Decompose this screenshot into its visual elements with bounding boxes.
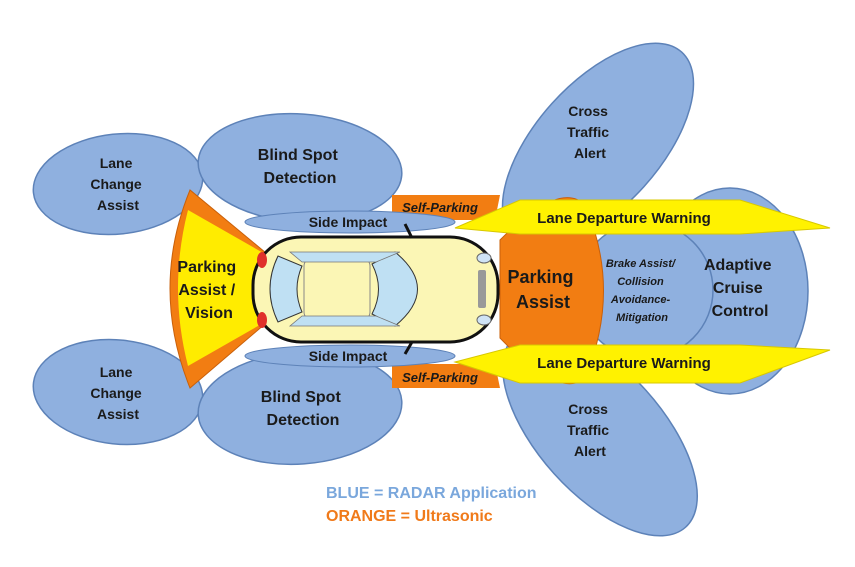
headlight-bottom [476, 314, 492, 326]
parking-rear-vision-zone [178, 210, 272, 366]
blind-spot-top-label: Blind Spot Detection [258, 147, 342, 187]
car-side-window-top [288, 251, 401, 263]
brake-assist-label: Brake Assist/ Collision Avoidance- Mitig… [606, 258, 678, 324]
car [251, 223, 500, 355]
car-rear-window [269, 255, 303, 323]
parking-rear-label: Parking Assist / Vision [177, 259, 240, 322]
side-impact-top-label: Side Impact [309, 214, 388, 230]
self-parking-bottom-zone [392, 364, 500, 388]
cross-traffic-bottom-line-1: Cross [568, 401, 608, 417]
adaptive-cruise-line-1: Adaptive [704, 257, 772, 274]
adaptive-cruise-label: Adaptive Cruise Control [704, 257, 776, 320]
lane-change-top-label: Lane Change Assist [90, 155, 145, 213]
blind-spot-top-line-1: Blind Spot [258, 147, 339, 164]
car-grille [478, 270, 486, 308]
cross-traffic-top-line-2: Traffic [567, 124, 609, 140]
brake-assist-line-2: Collision [617, 276, 664, 288]
taillight-top [257, 252, 267, 268]
blind-spot-top-zone [197, 112, 403, 224]
legend-radar: BLUE = RADAR Application [326, 485, 537, 502]
self-parking-top-label: Self-Parking [402, 200, 478, 215]
parking-front-line-2: Assist [516, 292, 570, 312]
adaptive-cruise-line-2: Cruise [713, 280, 763, 297]
lane-change-top-line-3: Assist [97, 197, 139, 213]
lane-change-bottom-line-3: Assist [97, 406, 139, 422]
parking-front-line-1: Parking [507, 267, 573, 287]
lane-change-bottom-label: Lane Change Assist [90, 364, 145, 422]
headlight-top [476, 252, 492, 264]
cross-traffic-top-label: Cross Traffic Alert [567, 103, 613, 161]
blind-spot-bottom-line-2: Detection [267, 412, 340, 429]
blind-spot-top-line-2: Detection [264, 170, 337, 187]
parking-rear-line-1: Parking [177, 259, 236, 276]
lane-change-top-line-2: Change [90, 176, 142, 192]
car-side-window-bottom [288, 315, 401, 327]
car-roof [303, 257, 371, 321]
side-impact-bottom-label: Side Impact [309, 348, 388, 364]
parking-rear-line-3: Vision [185, 305, 233, 322]
blind-spot-bottom-label: Blind Spot Detection [261, 389, 345, 429]
lane-departure-bottom-arrow [453, 344, 831, 384]
lane-change-bottom-line-1: Lane [100, 364, 133, 380]
adaptive-cruise-line-3: Control [712, 303, 769, 320]
blind-spot-bottom-line-1: Blind Spot [261, 389, 342, 406]
lane-change-bottom-line-2: Change [90, 385, 142, 401]
brake-assist-line-4: Mitigation [616, 312, 668, 324]
legend: BLUE = RADAR Application ORANGE = Ultras… [326, 482, 537, 528]
cross-traffic-bottom-label: Cross Traffic Alert [567, 401, 613, 459]
cross-traffic-top-line-3: Alert [574, 145, 606, 161]
side-impact-bottom-zone [244, 344, 456, 368]
cross-traffic-bottom-line-2: Traffic [567, 422, 609, 438]
parking-rear-line-2: Assist / [178, 282, 235, 299]
lane-change-top-line-1: Lane [100, 155, 133, 171]
side-impact-top-zone [244, 210, 456, 234]
legend-ultrasonic: ORANGE = Ultrasonic [326, 508, 493, 525]
mirror-bottom [403, 341, 414, 355]
self-parking-bottom-label: Self-Parking [402, 370, 478, 385]
brake-assist-line-3: Avoidance- [610, 294, 671, 306]
lane-departure-bottom-label: Lane Departure Warning [537, 355, 711, 372]
brake-assist-line-1: Brake Assist/ [606, 258, 677, 270]
lane-departure-top-label: Lane Departure Warning [537, 210, 711, 227]
cross-traffic-bottom-line-3: Alert [574, 443, 606, 459]
cross-traffic-top-line-1: Cross [568, 103, 608, 119]
taillight-bottom [257, 312, 267, 328]
mirror-top [403, 223, 414, 239]
lane-departure-top-arrow [454, 199, 831, 235]
parking-front-label: Parking Assist [507, 267, 578, 312]
